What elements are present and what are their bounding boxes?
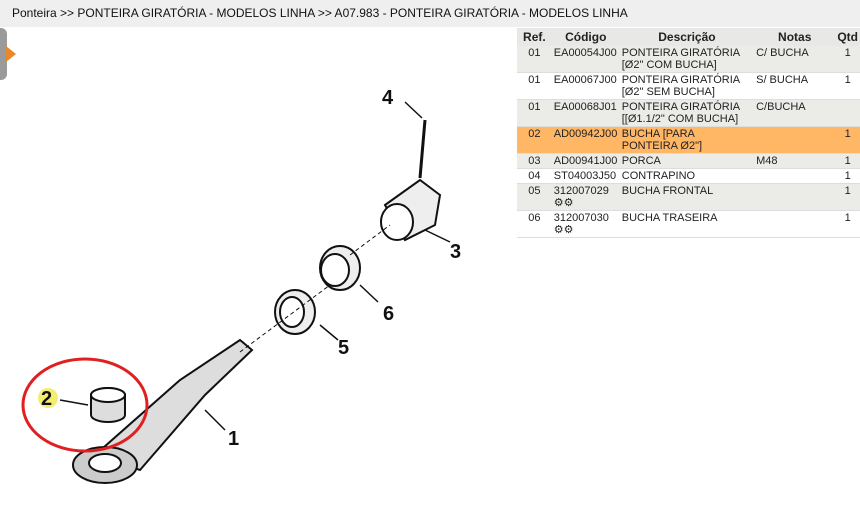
code-text: AD00941J00: [553, 155, 618, 167]
col-notes[interactable]: Notas: [754, 28, 836, 46]
table-row[interactable]: 01 EA00054J00 PONTEIRA GIRATÓRIA [Ø2" CO…: [517, 46, 860, 73]
cell-notes: [754, 168, 836, 184]
code-text: ST04003J50: [553, 170, 617, 182]
code-text: AD00942J00: [553, 128, 618, 140]
part-1-shaft: [93, 338, 254, 472]
table-row[interactable]: 04 ST04003J50 CONTRAPINO 1: [517, 168, 860, 184]
cell-desc: PONTEIRA GIRATÓRIA [Ø2" COM BUCHA]: [619, 46, 755, 73]
cell-qty: 1: [835, 126, 860, 154]
cell-desc: PONTEIRA GIRATÓRIA [Ø2" SEM BUCHA]: [619, 72, 755, 100]
cell-notes: [754, 126, 836, 154]
cell-desc: BUCHA TRASEIRA: [619, 210, 755, 238]
cell-code: EA00067J00: [551, 72, 620, 100]
parts-table: Ref. Código Descrição Notas Qtd 01 EA000…: [517, 28, 860, 238]
cell-desc: PORCA: [619, 153, 755, 169]
cell-qty: [835, 99, 860, 127]
code-text: 312007029: [553, 185, 609, 197]
code-text: 312007030: [553, 212, 609, 224]
cell-desc: PONTEIRA GIRATÓRIA [[Ø1.1/2" COM BUCHA]: [619, 99, 755, 127]
cell-notes: C/ BUCHA: [754, 46, 836, 73]
expand-arrow-icon[interactable]: [6, 46, 16, 62]
cell-code: EA00054J00: [551, 46, 620, 73]
cell-notes: C/BUCHA: [754, 99, 836, 127]
col-code[interactable]: Código: [551, 28, 620, 46]
callout-1: 1: [228, 428, 239, 450]
table-row[interactable]: 05 312007029⚙⚙ BUCHA FRONTAL 1: [517, 183, 860, 211]
cell-qty: 1: [835, 210, 860, 238]
breadcrumb: Ponteira >> PONTEIRA GIRATÓRIA - MODELOS…: [0, 0, 860, 27]
cell-ref: 01: [517, 46, 552, 73]
gears-icon[interactable]: ⚙⚙: [553, 197, 574, 209]
code-text: EA00068J01: [553, 101, 617, 113]
cell-qty: 1: [835, 46, 860, 73]
cell-code: EA00068J01: [551, 99, 620, 127]
table-row[interactable]: 02 AD00942J00 BUCHA [PARA PONTEIRA Ø2"] …: [517, 126, 860, 154]
callout-2: 2: [41, 388, 52, 410]
cell-ref: 03: [517, 153, 552, 169]
cell-qty: 1: [835, 183, 860, 211]
exploded-parts-drawing: 1 2 3 4 5 6: [21, 87, 461, 484]
code-text: EA00054J00: [553, 47, 617, 59]
table-row[interactable]: 01 EA00067J00 PONTEIRA GIRATÓRIA [Ø2" SE…: [517, 72, 860, 100]
cell-code: 312007029⚙⚙: [551, 183, 620, 211]
table-row[interactable]: 06 312007030⚙⚙ BUCHA TRASEIRA 1: [517, 210, 860, 238]
gears-icon[interactable]: ⚙⚙: [553, 224, 574, 236]
cell-ref: 02: [517, 126, 552, 154]
cell-notes: [754, 183, 836, 211]
callout-6: 6: [383, 303, 394, 325]
cell-ref: 05: [517, 183, 552, 211]
cell-qty: 1: [835, 153, 860, 169]
cell-desc: BUCHA FRONTAL: [619, 183, 755, 211]
code-text: EA00067J00: [553, 74, 617, 86]
cell-notes: M48: [754, 153, 836, 169]
callout-3: 3: [450, 241, 461, 263]
col-qty[interactable]: Qtd: [835, 28, 860, 46]
highlight-circle: [21, 357, 149, 453]
cell-code: AD00942J00: [551, 126, 620, 154]
callout-4: 4: [382, 87, 394, 109]
cell-notes: S/ BUCHA: [754, 72, 836, 100]
cell-qty: 1: [835, 72, 860, 100]
col-desc[interactable]: Descrição: [619, 28, 755, 46]
col-ref[interactable]: Ref.: [517, 28, 552, 46]
table-row[interactable]: 01 EA00068J01 PONTEIRA GIRATÓRIA [[Ø1.1/…: [517, 99, 860, 127]
cell-notes: [754, 210, 836, 238]
table-row[interactable]: 03 AD00941J00 PORCA M48 1: [517, 153, 860, 169]
cell-code: AD00941J00: [551, 153, 620, 169]
cell-ref: 04: [517, 168, 552, 184]
cell-ref: 01: [517, 99, 552, 127]
part-4: [418, 119, 427, 179]
cell-desc: CONTRAPINO: [619, 168, 755, 184]
cell-ref: 06: [517, 210, 552, 238]
cell-code: ST04003J50: [551, 168, 620, 184]
callout-5: 5: [338, 337, 349, 359]
cell-desc: BUCHA [PARA PONTEIRA Ø2"]: [619, 126, 755, 154]
cell-code: 312007030⚙⚙: [551, 210, 620, 238]
cell-qty: 1: [835, 168, 860, 184]
panel-toggle-handle[interactable]: [0, 28, 7, 80]
cell-ref: 01: [517, 72, 552, 100]
